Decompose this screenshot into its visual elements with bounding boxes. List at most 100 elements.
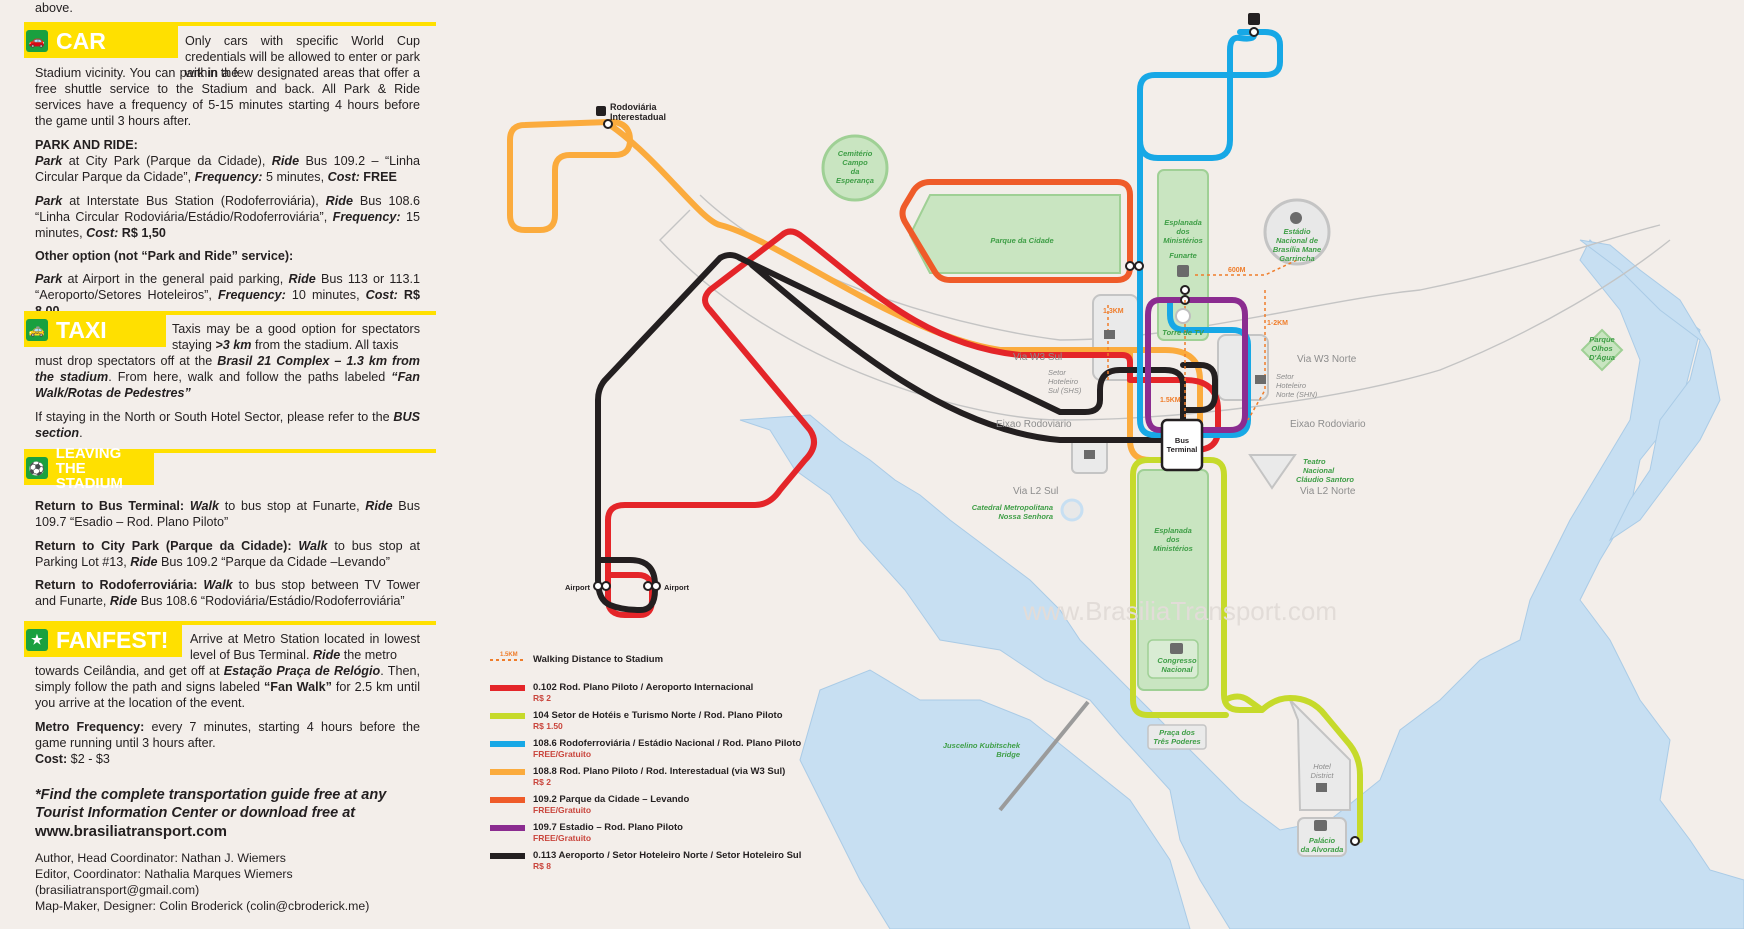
route-black bbox=[595, 252, 1218, 613]
car-header: 🚗 CAR bbox=[24, 24, 178, 58]
hotel-icon-district bbox=[1316, 783, 1327, 792]
star-icon: ★ bbox=[26, 629, 48, 651]
taxi-bar bbox=[24, 311, 436, 315]
jk-bridge bbox=[998, 700, 1090, 812]
legend-route-price: R$ 8 bbox=[533, 861, 551, 871]
label-cemiterio-1: Cemitério bbox=[838, 149, 873, 158]
legend-route-label: 108.6 Rodoferroviária / Estádio Nacional… bbox=[533, 738, 801, 749]
label-dist-600: 600M bbox=[1228, 267, 1246, 274]
label-palacio-2: da Alvorada bbox=[1301, 845, 1344, 854]
stadium-map-icon bbox=[1290, 212, 1302, 224]
hotel-icon-norte bbox=[1255, 375, 1266, 384]
estadio-area bbox=[1263, 198, 1331, 266]
fanfest-bar bbox=[24, 621, 436, 625]
label-parque-cidade: Parque da Cidade bbox=[990, 236, 1053, 245]
label-parque-olhos-3: D'Água bbox=[1589, 353, 1615, 362]
website-link[interactable]: www.brasiliatransport.com bbox=[35, 823, 227, 840]
label-congresso-2: Nacional bbox=[1161, 665, 1193, 674]
legend-route-price: R$ 2 bbox=[533, 777, 551, 787]
leaving-title-1: LEAVING THE bbox=[55, 444, 122, 477]
label-jk-bridge-1: Juscelino Kubitschek bbox=[943, 741, 1021, 750]
label-estadio-2: Nacional de bbox=[1276, 236, 1318, 245]
label-cemiterio-4: Esperança bbox=[836, 176, 874, 185]
label-setor-sul-3: Sul (SHS) bbox=[1048, 386, 1082, 395]
label-via-w3-norte: Via W3 Norte bbox=[1297, 354, 1357, 365]
legend-route-label: 0.113 Aeroporto / Setor Hoteleiro Norte … bbox=[533, 850, 801, 861]
label-estadio-1: Estádio bbox=[1283, 227, 1311, 236]
legend-route-label: 109.7 Estadio – Rod. Plano Piloto bbox=[533, 822, 683, 833]
label-dist-15: 1.5KM bbox=[1160, 397, 1181, 404]
park-option-2: Park at Interstate Bus Station (Rodoferr… bbox=[35, 194, 420, 240]
label-estadio-3: Brasília Mane bbox=[1273, 245, 1321, 254]
route-darkorange bbox=[899, 179, 1133, 283]
fanfest-text: towards Ceilândia, and get off at Estaçã… bbox=[35, 664, 421, 710]
cemiterio-area bbox=[821, 134, 889, 202]
park-option-3: Park at Airport in the general paid park… bbox=[35, 272, 420, 318]
label-airport-right: Airport bbox=[664, 583, 690, 592]
hotel-district-area bbox=[1289, 699, 1351, 811]
landmark-icon-funarte bbox=[1177, 265, 1189, 277]
label-congresso-1: Congresso bbox=[1157, 656, 1197, 665]
route-red bbox=[605, 228, 1221, 618]
left-text-column: above. 🚗 CAR Only cars with specific Wor… bbox=[0, 0, 440, 929]
label-airport-left: Airport bbox=[565, 583, 591, 592]
stop-palacio bbox=[1350, 836, 1360, 846]
label-praca-1: Praça dos bbox=[1159, 728, 1195, 737]
other-option-title: Other option (not “Park and Ride” servic… bbox=[35, 249, 294, 263]
label-catedral-2: Nossa Senhora bbox=[998, 512, 1053, 521]
credit-author: Author, Head Coordinator: Nathan J. Wiem… bbox=[35, 851, 286, 865]
stop-funarte bbox=[1180, 285, 1190, 295]
label-torre-tv: Torre de TV bbox=[1162, 328, 1204, 337]
legend-route-price: FREE/Gratuito bbox=[533, 749, 591, 759]
watermark: www.BrasiliaTransport.com bbox=[1022, 596, 1337, 626]
legend-walk-label: Walking Distance to Stadium bbox=[533, 654, 663, 665]
park-ride-title: PARK AND RIDE: bbox=[35, 138, 138, 152]
fanfest-header: ★ FANFEST! bbox=[24, 623, 182, 657]
label-setor-norte-3: Norte (SHN) bbox=[1276, 390, 1318, 399]
label-esplanada-bot-3: Ministérios bbox=[1153, 544, 1193, 553]
label-esplanada-bot-2: dos bbox=[1166, 535, 1179, 544]
bus-icon-top bbox=[1248, 13, 1260, 25]
taxi-text: must drop spectators off at the Brasil 2… bbox=[35, 354, 421, 400]
label-jk-bridge-2: Bridge bbox=[996, 750, 1020, 759]
label-praca-2: Três Poderes bbox=[1153, 737, 1200, 746]
leaving-bar bbox=[24, 449, 436, 453]
hotel-icon-center bbox=[1084, 450, 1095, 459]
label-teatro-1: Teatro bbox=[1303, 457, 1326, 466]
stop-airport-right2 bbox=[651, 581, 661, 591]
legend-walk-sample: 1.5KM bbox=[500, 652, 518, 658]
taxi-hotel-text: If staying in the North or South Hotel S… bbox=[35, 410, 420, 440]
stop-top bbox=[1249, 27, 1259, 37]
stop-parque1 bbox=[1125, 261, 1135, 271]
taxi-title: TAXI bbox=[56, 316, 107, 343]
stop-airport-right bbox=[643, 581, 653, 591]
car-icon: 🚗 bbox=[26, 30, 48, 52]
label-funarte: Funarte bbox=[1169, 251, 1197, 260]
label-esplanada-top-3: Ministérios bbox=[1163, 236, 1203, 245]
label-teatro-2: Nacional bbox=[1303, 466, 1335, 475]
label-esplanada-bot-1: Esplanada bbox=[1154, 526, 1192, 535]
walk-path bbox=[1107, 259, 1298, 421]
guide-note: *Find the complete transportation guide … bbox=[35, 787, 387, 821]
taxi-header: 🚕 TAXI bbox=[24, 313, 166, 347]
fanfest-title: FANFEST! bbox=[56, 626, 169, 653]
label-estadio-4: Garrincha bbox=[1279, 254, 1314, 263]
park-option-1: Park at City Park (Parque da Cidade), Ri… bbox=[35, 154, 420, 184]
landmark-icon-congresso bbox=[1170, 643, 1183, 654]
label-parque-olhos-1: Parque bbox=[1589, 335, 1614, 344]
label-via-w3-sul: Via W3 Sul bbox=[1013, 352, 1062, 363]
tv-tower-icon bbox=[1175, 308, 1191, 324]
palacio-box bbox=[1297, 817, 1347, 857]
stop-rodoviaria bbox=[603, 119, 613, 129]
car-bar bbox=[24, 22, 436, 26]
lake-east bbox=[1579, 239, 1721, 542]
label-cemiterio-2: Campo bbox=[842, 158, 868, 167]
landmark-icon-palacio bbox=[1314, 820, 1327, 831]
return-bus-terminal: Return to Bus Terminal: Walk to bus stop… bbox=[35, 499, 421, 529]
bus-icon-rodoviaria bbox=[596, 106, 606, 116]
fanfest-intro-right: Arrive at Metro Station located in lowes… bbox=[190, 632, 420, 662]
label-teatro-3: Cláudio Santoro bbox=[1296, 475, 1354, 484]
return-rodoferroviaria: Return to Rodoferroviária: Walk to bus s… bbox=[35, 578, 421, 608]
label-bus-terminal-1: Bus bbox=[1175, 436, 1189, 445]
route-lime bbox=[1130, 457, 1363, 843]
